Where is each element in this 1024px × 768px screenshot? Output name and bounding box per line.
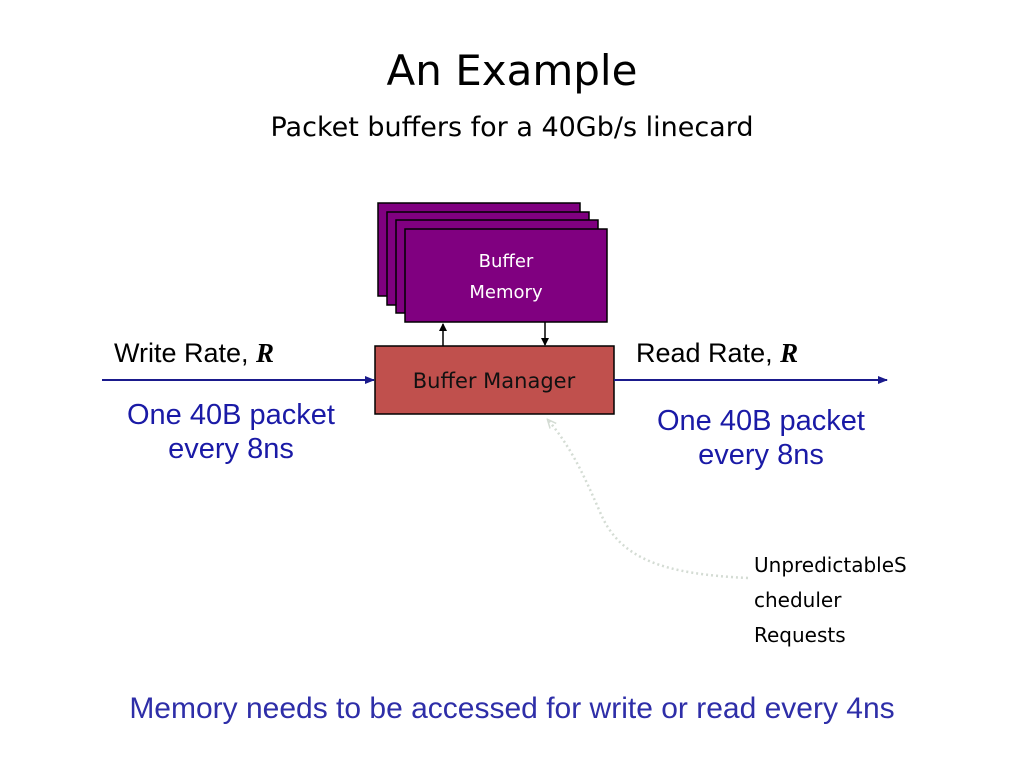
scheduler-note-line2: cheduler <box>754 588 842 612</box>
footer-note: Memory needs to be accessed for write or… <box>129 692 895 725</box>
write-note-line2: every 8ns <box>168 433 294 465</box>
write-note-line1: One 40B packet <box>127 399 335 431</box>
buffer-manager-box <box>374 345 615 415</box>
slide-title: An Example <box>386 46 638 95</box>
write-packet-note: One 40B packet every 8ns <box>96 398 366 466</box>
read-packet-note: One 40B packet every 8ns <box>626 404 896 472</box>
slide-subtitle: Packet buffers for a 40Gb/s linecard <box>270 112 754 143</box>
read-rate-text: Read Rate, <box>636 338 781 368</box>
memory-block-4 <box>404 228 608 323</box>
read-rate-label: Read Rate, R <box>636 338 798 369</box>
scheduler-note-line3: Requests <box>754 623 846 647</box>
scheduler-request-arrow <box>548 420 749 580</box>
read-rate-symbol: R <box>780 338 799 368</box>
scheduler-note-line1: UnpredictableS <box>754 553 907 577</box>
scheduler-requests-note: UnpredictableS cheduler Requests <box>754 548 944 653</box>
write-rate-label: Write Rate, R <box>114 338 274 369</box>
write-rate-symbol: R <box>256 338 275 368</box>
buffer-memory-label-line1: Buffer <box>479 251 534 272</box>
buffer-memory-label-line2: Memory <box>469 282 543 303</box>
read-note-line2: every 8ns <box>698 439 824 471</box>
read-note-line1: One 40B packet <box>657 405 865 437</box>
buffer-manager-label: Buffer Manager <box>413 369 576 393</box>
write-rate-text: Write Rate, <box>114 338 257 368</box>
